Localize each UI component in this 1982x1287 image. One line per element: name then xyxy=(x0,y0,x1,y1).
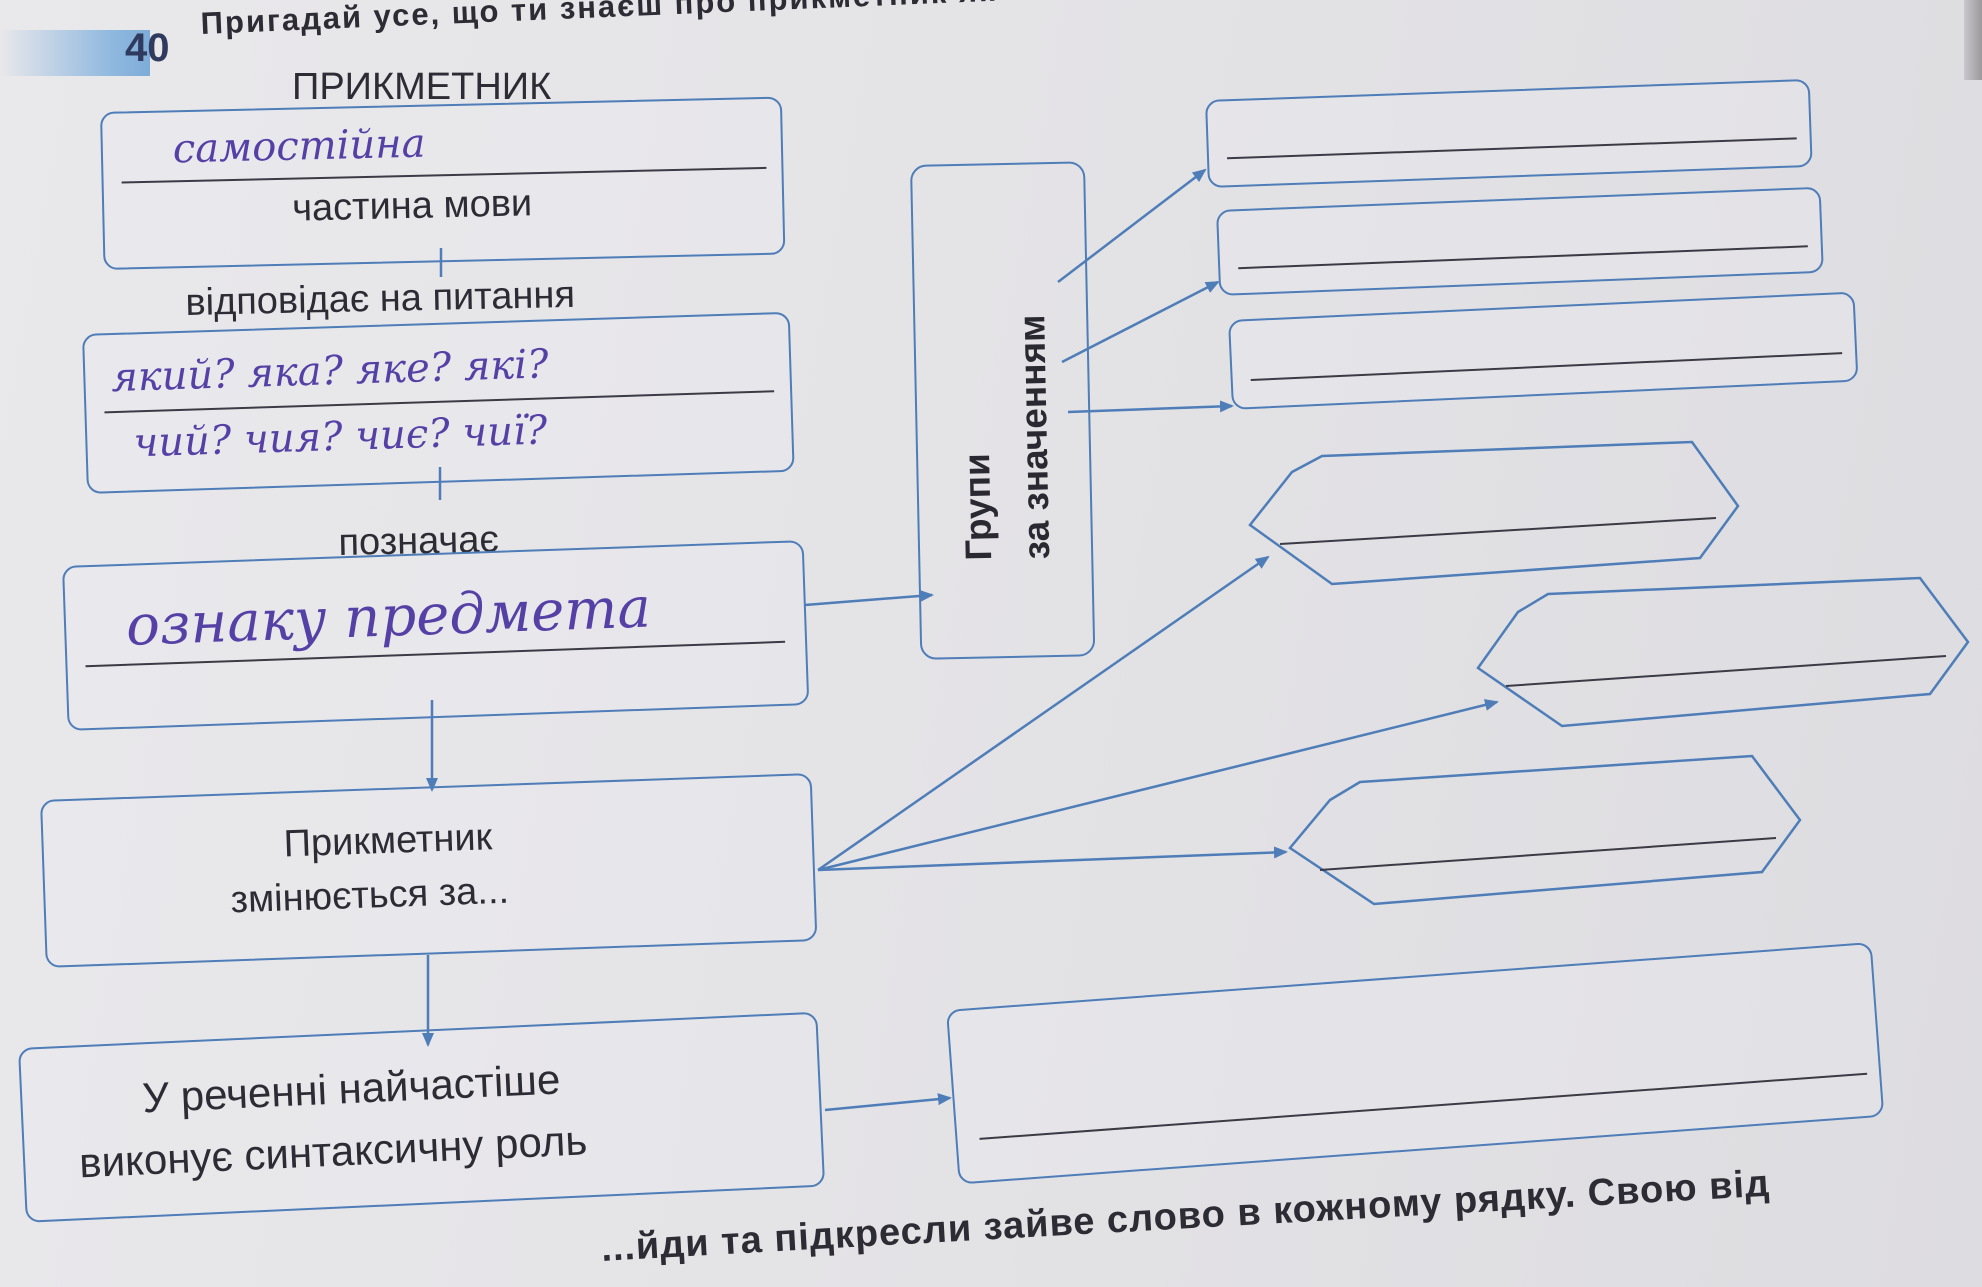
page-edge xyxy=(1964,0,1982,80)
arrow-to-role-answer xyxy=(824,1093,952,1112)
arrow-group-2 xyxy=(1061,280,1220,364)
task-number: 40 xyxy=(125,26,170,70)
arrow-group-3 xyxy=(1067,400,1234,414)
change-answer-hexagon-3[interactable] xyxy=(1288,754,1802,906)
answer-line xyxy=(1319,837,1777,871)
arrow-to-groups xyxy=(804,589,934,607)
arrow-change-1 xyxy=(817,555,1270,872)
task-number-stripe xyxy=(0,30,150,76)
answer-line xyxy=(1279,517,1717,545)
answer-line xyxy=(1505,655,1947,687)
change-answer-hexagon-1[interactable] xyxy=(1248,440,1740,586)
arrow-change-2 xyxy=(817,699,1499,872)
change-answer-hexagon-2[interactable] xyxy=(1476,576,1970,728)
arrow-change-3 xyxy=(817,846,1288,872)
arrow-group-1 xyxy=(1057,168,1207,283)
scheme-title: ПРИКМЕТНИК xyxy=(292,66,552,108)
